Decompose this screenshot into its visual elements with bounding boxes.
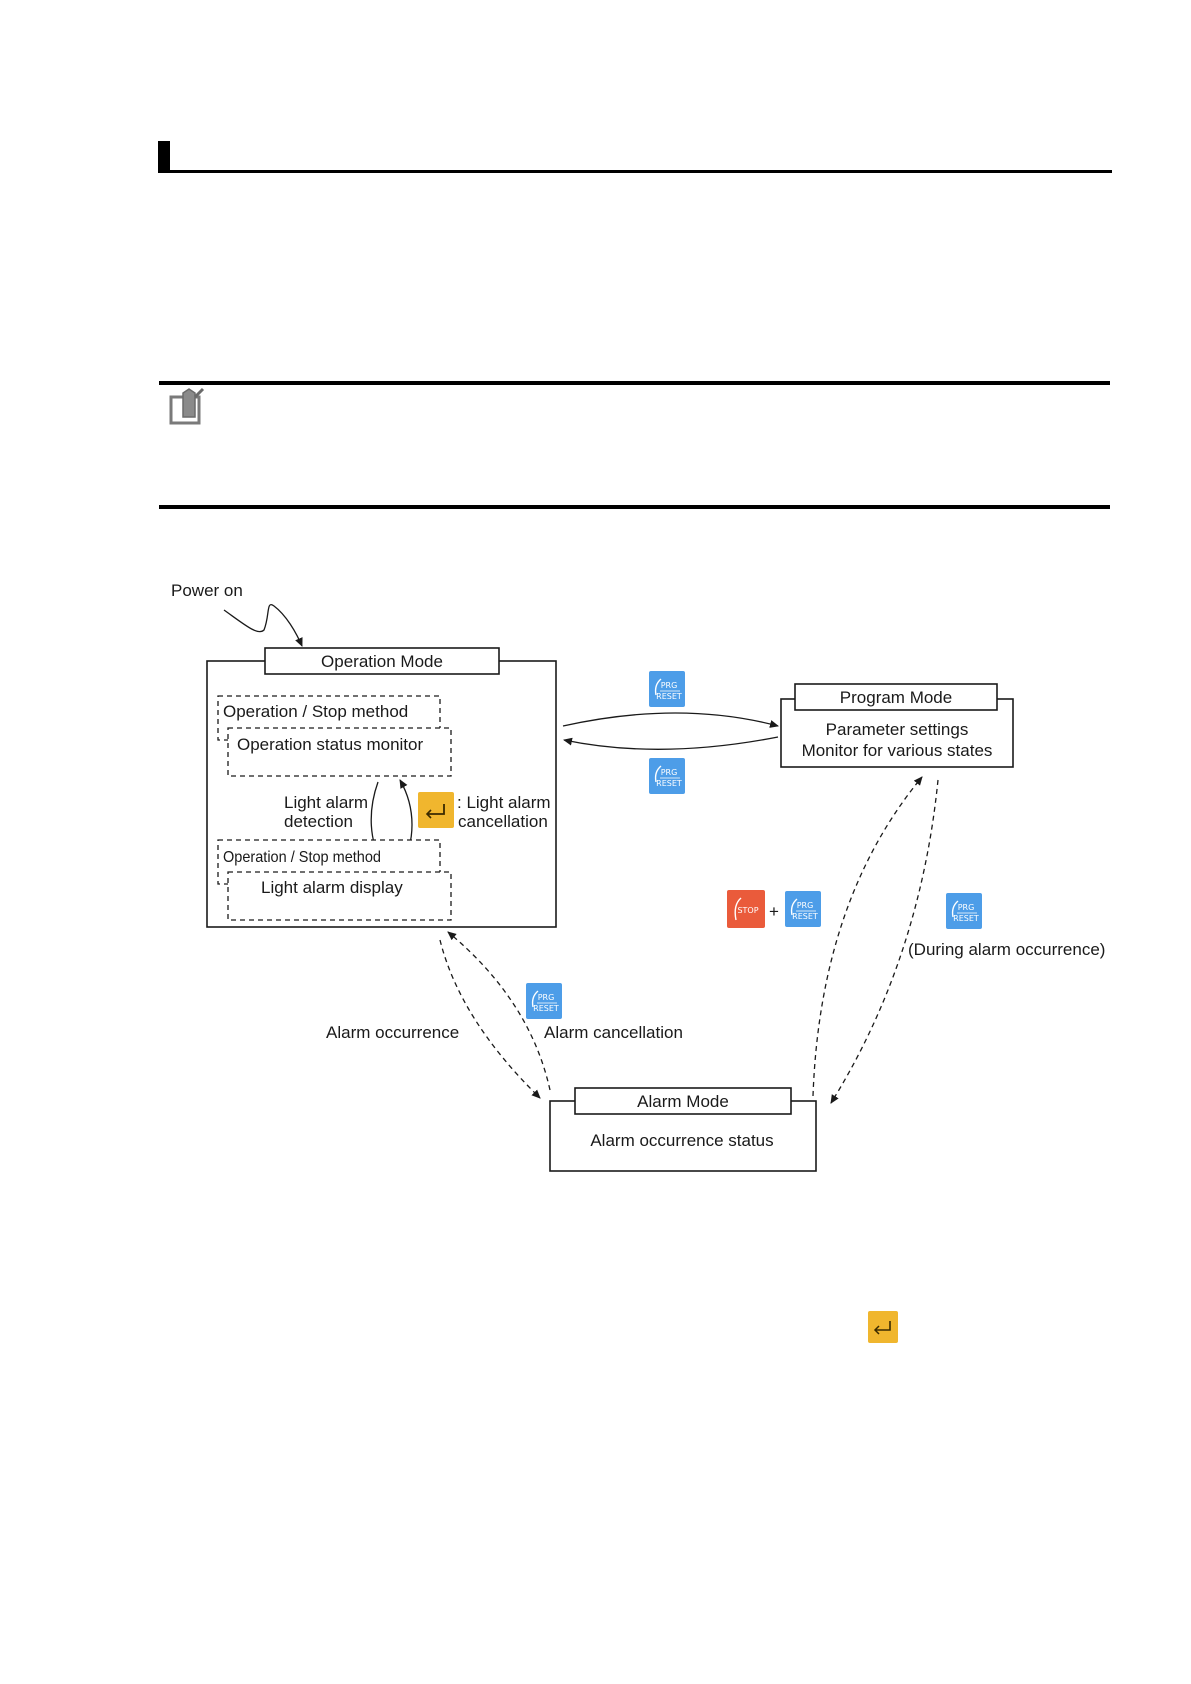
svg-text:PRG: PRG [797,901,814,910]
alarm-occurrence-label: Alarm occurrence [326,1023,459,1042]
program-to-operation-arrow [563,736,779,750]
status-monitor-label: Operation status monitor [237,735,423,754]
svg-text:PRG: PRG [661,681,678,690]
alarm-cancellation-label: Alarm cancellation [544,1023,683,1042]
enter-key-icon [868,1311,898,1343]
stop-key-icon: STOP [727,890,765,928]
prg-reset-key-icon: PRG RESET [648,670,686,708]
operation-mode-title-box [264,647,500,675]
precaution-pencil-icon [169,387,205,425]
light-alarm-cancel-line1: : Light alarm [457,793,551,812]
svg-text:RESET: RESET [533,1004,559,1013]
svg-text:PRG: PRG [661,768,678,777]
section-header-rule [158,170,1112,173]
precautions-bottom-rule [159,505,1110,509]
svg-text:RESET: RESET [953,914,979,923]
svg-text:RESET: RESET [656,692,682,701]
alarm-to-program-arrow [812,776,923,1097]
stop-method-label-2: Operation / Stop method [223,849,381,866]
enter-key-icon [418,792,454,828]
light-alarm-display-label: Light alarm display [261,878,403,897]
power-on-label: Power on [171,581,243,600]
alarm-cancellation-arrow [447,931,551,1091]
program-mode-line1: Parameter settings [826,720,969,739]
power-on-arrow [223,604,303,647]
prg-reset-key-icon: PRG RESET [784,890,822,928]
svg-text:RESET: RESET [792,912,818,921]
svg-text:RESET: RESET [656,779,682,788]
light-alarm-detection-line2: detection [284,812,353,831]
svg-text:PRG: PRG [958,903,975,912]
operation-to-program-arrow [562,712,779,728]
alarm-mode-title: Alarm Mode [637,1092,729,1111]
light-alarm-cancel-line2: cancellation [458,812,548,831]
plus-sign: + [769,902,779,921]
operation-mode-title: Operation Mode [321,652,443,671]
section-header-marker [158,141,170,173]
prg-reset-key-icon: PRG RESET [648,757,686,795]
prg-reset-key-icon: PRG RESET [525,982,563,1020]
alarm-mode-line1: Alarm occurrence status [590,1131,773,1150]
during-alarm-label: (During alarm occurrence) [908,940,1105,959]
alarm-mode-title-box [574,1087,792,1115]
svg-text:STOP: STOP [737,906,758,915]
stop-method-label-1: Operation / Stop method [223,702,408,721]
status-monitor-box [227,727,452,777]
svg-text:PRG: PRG [538,993,555,1002]
program-mode-title-box [794,683,998,711]
precautions-top-rule [159,381,1110,385]
program-mode-line2: Monitor for various states [802,741,993,760]
alarm-occurrence-arrow [439,939,541,1099]
program-mode-title: Program Mode [840,688,952,707]
light-alarm-display-box [227,871,452,921]
prg-reset-key-icon: PRG RESET [945,892,983,930]
program-to-alarm-arrow [830,779,939,1104]
light-alarm-detection-line1: Light alarm [284,793,368,812]
